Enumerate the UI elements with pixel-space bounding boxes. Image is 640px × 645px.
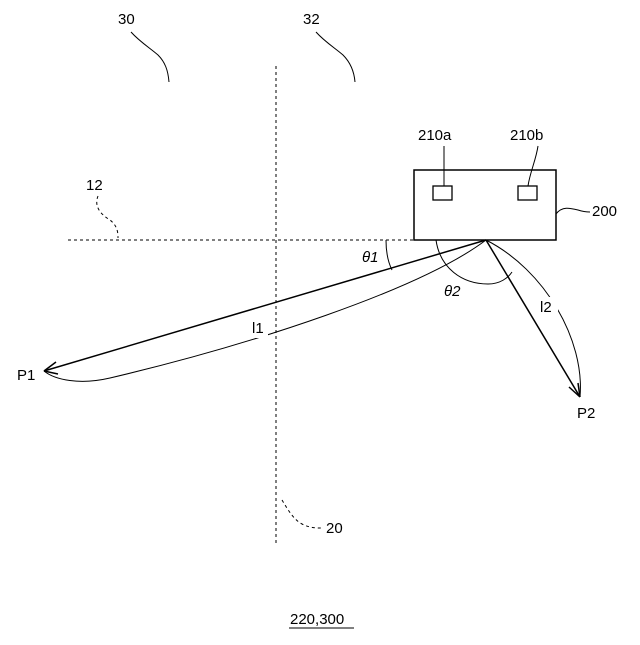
theta1-index: 1 bbox=[370, 249, 378, 266]
label-30: 30 bbox=[118, 11, 135, 28]
leader-20 bbox=[282, 500, 322, 528]
ray-p2 bbox=[486, 240, 580, 397]
label-p1: P1 bbox=[17, 367, 35, 384]
ray-p1 bbox=[44, 240, 486, 371]
figure-caption: 220,300 bbox=[290, 611, 344, 628]
arc-theta1 bbox=[386, 240, 392, 270]
theta2-index: 2 bbox=[451, 283, 461, 300]
device-200 bbox=[414, 170, 556, 240]
label-210b: 210b bbox=[510, 127, 543, 144]
sensor-210a bbox=[433, 186, 452, 200]
arc-theta2 bbox=[436, 240, 512, 284]
theta2-symbol: θ bbox=[444, 283, 452, 300]
label-12: 12 bbox=[86, 177, 103, 194]
label-20: 20 bbox=[326, 520, 343, 537]
label-32: 32 bbox=[303, 11, 320, 28]
label-l1: l1 bbox=[252, 320, 264, 337]
arrowhead-p2 bbox=[569, 383, 580, 397]
leader-12 bbox=[97, 196, 118, 238]
leader-200 bbox=[556, 208, 590, 214]
theta1-symbol: θ bbox=[362, 249, 370, 266]
label-200: 200 bbox=[592, 203, 617, 220]
label-p2: P2 bbox=[577, 405, 595, 422]
sensor-210b bbox=[518, 186, 537, 200]
label-theta2: θ2 bbox=[444, 283, 461, 300]
label-theta1: θ1 bbox=[362, 249, 378, 266]
leader-32 bbox=[316, 32, 355, 82]
label-210a: 210a bbox=[418, 127, 452, 144]
label-l2: l2 bbox=[540, 299, 552, 316]
arc-l1 bbox=[44, 240, 486, 381]
leader-30 bbox=[131, 32, 169, 82]
